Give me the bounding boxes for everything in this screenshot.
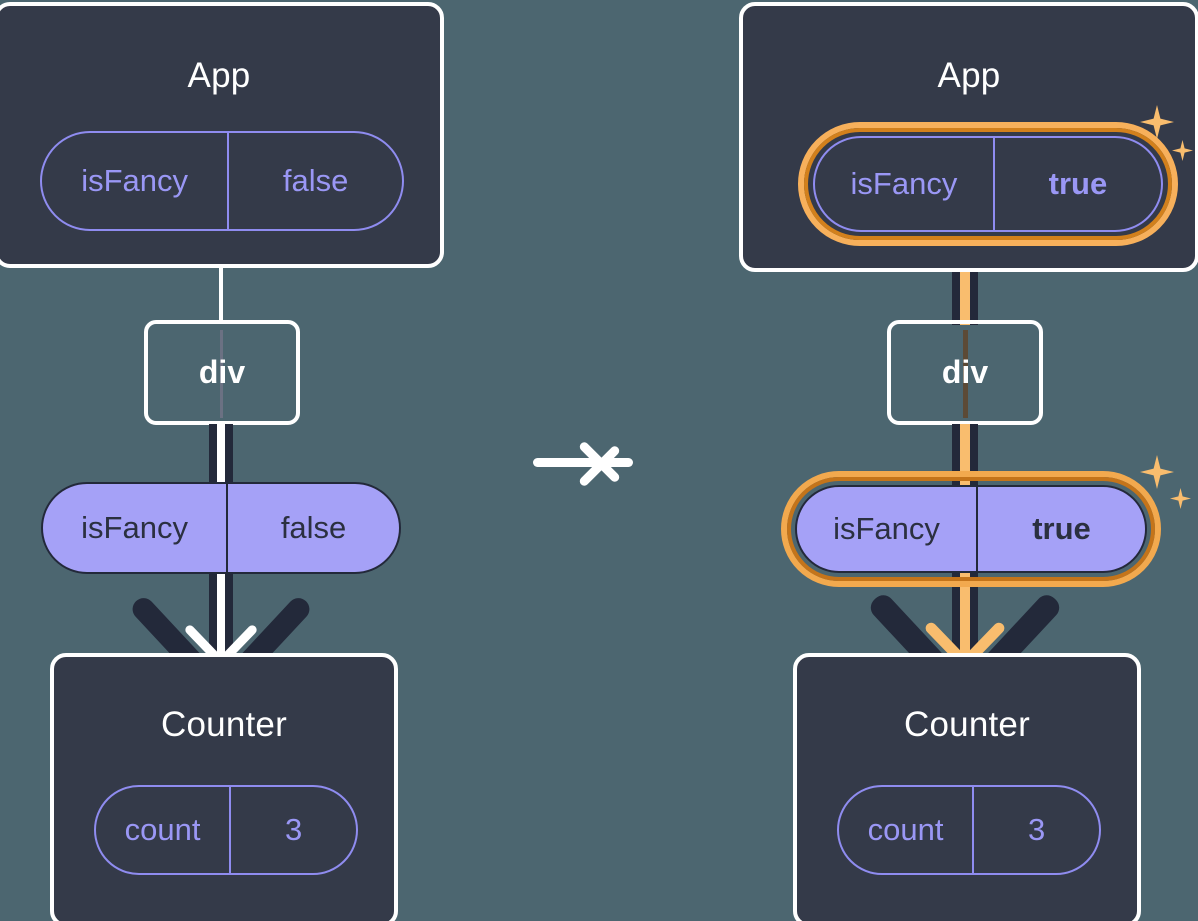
connector-prop-to-counter-highlight bbox=[960, 566, 970, 662]
prop-value: true bbox=[1032, 511, 1091, 546]
transition-arrow-icon bbox=[533, 440, 643, 488]
div-label: div bbox=[198, 354, 246, 390]
div-label: div bbox=[941, 354, 989, 390]
connector-div-to-prop-core bbox=[217, 424, 225, 488]
before-panel: App isFancy false div isFancy bbox=[0, 2, 444, 921]
sparkle-small-icon bbox=[1172, 140, 1193, 161]
sparkle-large-icon bbox=[1140, 105, 1174, 139]
after-panel: App isFancy true div bbox=[599, 0, 1198, 921]
app-state-key: isFancy bbox=[815, 138, 995, 230]
prop-sparkles-icon bbox=[1137, 450, 1197, 530]
app-component-box[interactable]: App isFancy true bbox=[739, 2, 1198, 272]
counter-state-value: 3 bbox=[284, 812, 303, 847]
prop-pill[interactable]: isFancy false bbox=[41, 482, 401, 574]
connector-through-div bbox=[220, 330, 223, 418]
app-title: App bbox=[937, 56, 1001, 95]
prop-key: isFancy bbox=[797, 487, 978, 571]
counter-state-pill[interactable]: count 3 bbox=[837, 785, 1101, 875]
sparkle-large-icon bbox=[1140, 455, 1174, 489]
div-element-box[interactable] bbox=[887, 320, 1043, 425]
app-title: App bbox=[187, 56, 251, 95]
app-state-value: true bbox=[1048, 166, 1108, 201]
connector-app-to-div bbox=[219, 264, 223, 320]
app-component-box[interactable]: App isFancy false bbox=[0, 2, 444, 268]
div-element-box[interactable] bbox=[144, 320, 300, 425]
prop-pill[interactable]: isFancy true bbox=[795, 485, 1147, 573]
counter-state-value: 3 bbox=[1027, 812, 1046, 847]
app-state-pill[interactable]: isFancy true bbox=[813, 136, 1163, 232]
counter-component-box[interactable]: Counter count 3 bbox=[793, 653, 1141, 921]
prop-value: false bbox=[280, 510, 347, 545]
counter-title: Counter bbox=[161, 705, 287, 744]
connector-prop-to-counter-core bbox=[217, 566, 225, 662]
counter-component-box[interactable]: Counter count 3 bbox=[50, 653, 398, 921]
connector-through-div bbox=[963, 330, 968, 418]
app-sparkles-icon bbox=[1137, 100, 1197, 180]
counter-state-key: count bbox=[96, 787, 232, 873]
app-state-pill[interactable]: isFancy false bbox=[40, 131, 404, 231]
app-state-key: isFancy bbox=[42, 133, 230, 229]
counter-state-key: count bbox=[839, 787, 975, 873]
app-state-value: false bbox=[282, 163, 349, 198]
sparkle-small-icon bbox=[1170, 488, 1191, 509]
prop-key: isFancy bbox=[43, 484, 229, 572]
counter-state-pill[interactable]: count 3 bbox=[94, 785, 358, 875]
connector-div-to-prop-highlight bbox=[960, 424, 970, 490]
counter-title: Counter bbox=[904, 705, 1030, 744]
